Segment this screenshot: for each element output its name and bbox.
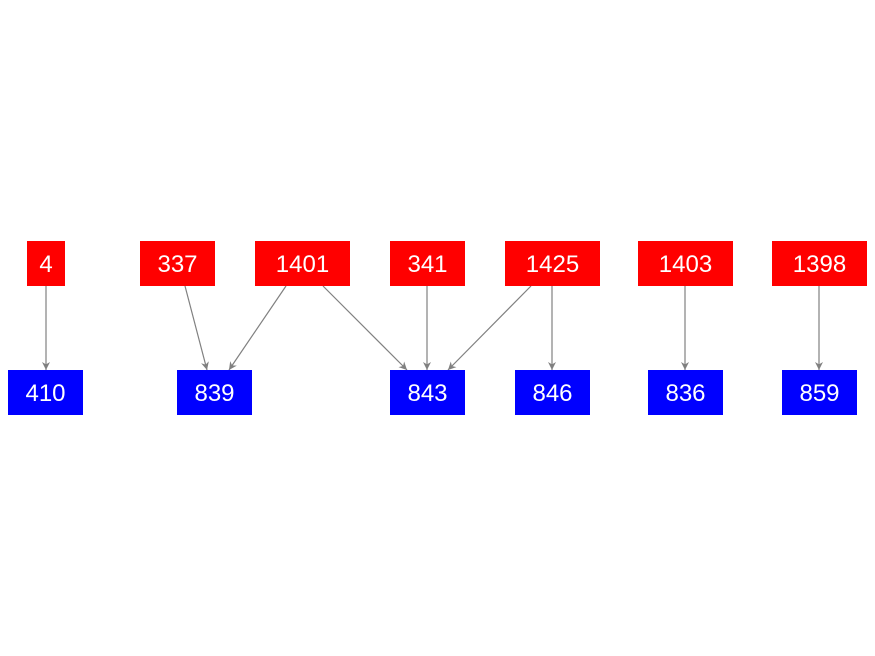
node-label: 1398	[793, 251, 846, 278]
node-1398[interactable]: 1398	[772, 241, 867, 286]
node-1401[interactable]: 1401	[255, 241, 350, 286]
node-label: 410	[25, 380, 65, 407]
edge-1401-to-843	[322, 285, 408, 371]
node-843[interactable]: 843	[390, 370, 465, 415]
edge-1401-to-839	[228, 285, 287, 371]
node-box	[648, 370, 723, 415]
node-box	[177, 370, 252, 415]
edge-337-to-839	[184, 285, 209, 371]
node-label: 846	[532, 380, 572, 407]
node-label: 4	[39, 251, 52, 278]
node-box	[505, 241, 600, 286]
node-label: 839	[194, 380, 234, 407]
node-box	[27, 241, 65, 286]
node-box	[782, 370, 857, 415]
node-410[interactable]: 410	[8, 370, 83, 415]
node-box	[140, 241, 215, 286]
node-1425[interactable]: 1425	[505, 241, 600, 286]
node-859[interactable]: 859	[782, 370, 857, 415]
node-846[interactable]: 846	[515, 370, 590, 415]
node-341[interactable]: 341	[390, 241, 465, 286]
node-box	[638, 241, 733, 286]
edges	[42, 285, 823, 371]
node-836[interactable]: 836	[648, 370, 723, 415]
node-box	[772, 241, 867, 286]
node-label: 337	[157, 251, 197, 278]
node-label: 859	[799, 380, 839, 407]
node-337[interactable]: 337	[140, 241, 215, 286]
nodes: 4 337 1401 341 1425 1403 1398 410 839 843 846 836 85…	[8, 241, 867, 415]
node-4[interactable]: 4	[27, 241, 65, 286]
node-label: 843	[407, 380, 447, 407]
node-box	[390, 241, 465, 286]
node-box	[255, 241, 350, 286]
node-label: 341	[407, 251, 447, 278]
node-box	[515, 370, 590, 415]
node-1403[interactable]: 1403	[638, 241, 733, 286]
node-box	[390, 370, 465, 415]
edge-1425-to-843	[447, 285, 532, 371]
node-label: 1425	[526, 251, 579, 278]
node-label: 836	[665, 380, 705, 407]
node-box	[8, 370, 83, 415]
node-839[interactable]: 839	[177, 370, 252, 415]
node-label: 1401	[276, 251, 329, 278]
node-label: 1403	[659, 251, 712, 278]
